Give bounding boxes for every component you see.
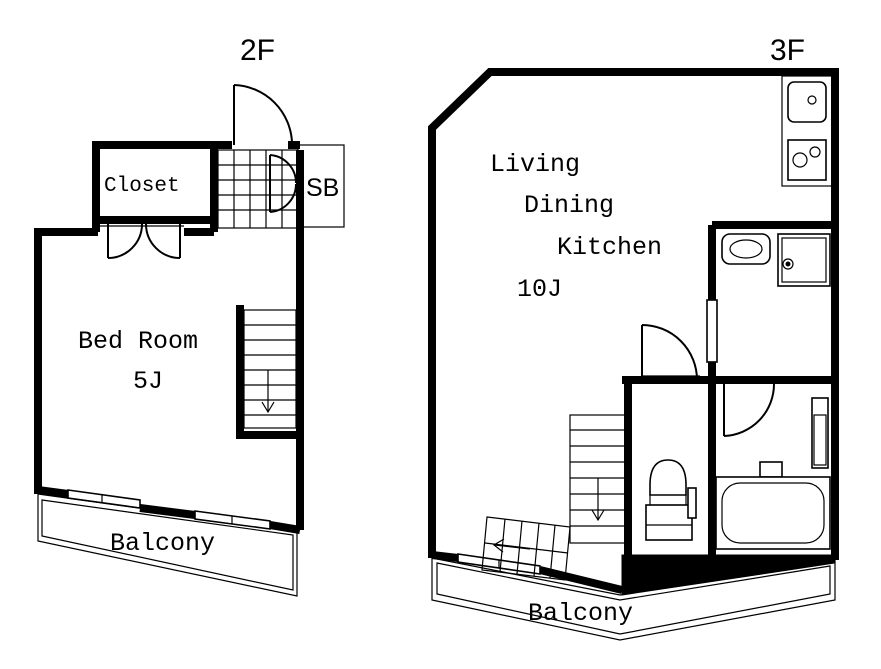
- floor-label-2f: 2F: [240, 34, 275, 67]
- wall-fill-3f: [621, 554, 836, 596]
- window-2f-right: [194, 510, 271, 530]
- stove-icon: [787, 139, 827, 181]
- balcony-label-2f: Balcony: [110, 529, 215, 558]
- stairs-icon: [569, 414, 627, 544]
- ldk-label-line3: Kitchen: [557, 233, 662, 262]
- bedroom-name: Bed Room: [78, 327, 198, 356]
- sink-icon: [787, 81, 827, 123]
- wc-room: [641, 324, 700, 541]
- door-swing-icon: [100, 223, 184, 259]
- closet-2f: Closet: [100, 175, 184, 259]
- ldk-label-line1: Living: [490, 150, 580, 179]
- entry-2f: SB: [217, 84, 345, 229]
- stairs-icon: [481, 516, 571, 581]
- balcony-3f: Balcony: [431, 557, 836, 641]
- closet-label: Closet: [104, 175, 180, 198]
- sink-icon: [721, 233, 771, 265]
- floor-2f: 2F Balcony: [34, 34, 345, 597]
- kitchen-counter: [781, 75, 833, 187]
- door-swing-icon: [233, 84, 293, 145]
- bathtub-icon: [715, 476, 831, 550]
- door-swing-icon: [641, 324, 698, 381]
- bathroom: [715, 383, 831, 550]
- balcony-label-3f: Balcony: [528, 599, 633, 628]
- shoe-box: SB: [297, 144, 345, 228]
- walls-3f: [428, 68, 839, 594]
- ldk-size: 10J: [517, 275, 562, 304]
- balcony-2f: Balcony: [37, 493, 298, 597]
- washing-machine-icon: [777, 233, 831, 287]
- stairs-icon: [243, 309, 297, 429]
- door-swing-icon: [269, 154, 298, 213]
- bedroom-size: 5J: [133, 367, 163, 396]
- washroom: [706, 233, 831, 363]
- floor-3f: 3F Balcony: [428, 34, 839, 641]
- ldk-label-line2: Dining: [524, 191, 614, 220]
- floor-label-3f: 3F: [770, 34, 805, 67]
- sb-label: SB: [306, 174, 339, 202]
- entry-tiles: [218, 150, 298, 228]
- door-swing-icon: [723, 383, 775, 437]
- window-3f: [457, 553, 541, 575]
- toilet-icon: [645, 459, 697, 541]
- window-2f-left: [67, 489, 141, 509]
